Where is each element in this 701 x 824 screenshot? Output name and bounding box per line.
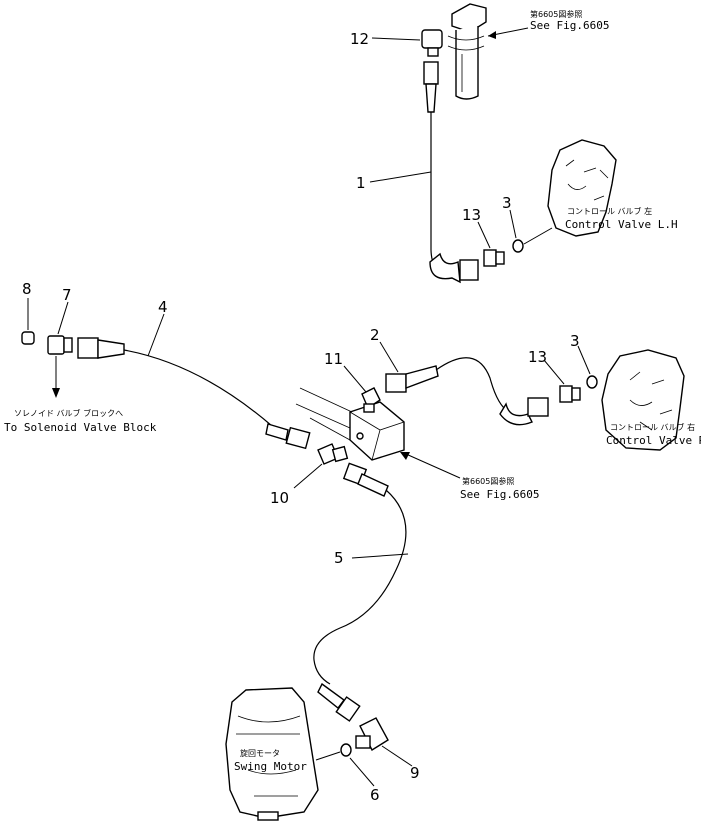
fig-ref-mid-arrow bbox=[400, 452, 461, 479]
callout-3-upper: 3 bbox=[502, 194, 512, 212]
solenoid-jp: ソレノイド バルブ ブロックへ bbox=[14, 408, 123, 418]
callout-3-lower: 3 bbox=[570, 332, 580, 350]
leader-9 bbox=[381, 745, 413, 767]
leader-11 bbox=[343, 365, 367, 393]
leader-1 bbox=[369, 171, 432, 183]
fig-ref-mid-en: See Fig.6605 bbox=[460, 488, 539, 501]
hose-5-top-end bbox=[342, 462, 389, 497]
callout-5: 5 bbox=[334, 549, 344, 567]
leader-4 bbox=[147, 313, 165, 357]
adapter-13-lower bbox=[559, 385, 581, 403]
leader-12 bbox=[371, 37, 421, 41]
solenoid-arrow bbox=[52, 356, 60, 398]
fig-ref-mid-jp: 第6605図参照 bbox=[462, 476, 514, 486]
hose-5-bottom-end bbox=[317, 682, 361, 722]
control-valve-rh-en: Control Valve R.H bbox=[606, 434, 701, 447]
hose-1-bottom-bend bbox=[429, 252, 461, 284]
hose-4-right-end bbox=[265, 423, 311, 450]
connector-11 bbox=[361, 387, 381, 413]
center-valve-block bbox=[295, 387, 405, 461]
control-valve-rh-jp: コントロール バルブ 右 bbox=[610, 422, 695, 432]
hose-5 bbox=[313, 489, 407, 685]
leader-7 bbox=[57, 301, 69, 335]
callout-6: 6 bbox=[370, 786, 380, 804]
callout-9: 9 bbox=[410, 764, 420, 782]
o-ring-3-upper bbox=[512, 239, 524, 253]
fig-ref-top-arrow bbox=[487, 27, 529, 39]
swing-motor-en: Swing Motor bbox=[234, 760, 307, 773]
o-ring-3-lower bbox=[586, 375, 598, 389]
fig-ref-top-en: See Fig.6605 bbox=[530, 19, 609, 32]
hose-2-nut bbox=[527, 397, 549, 417]
connector-10 bbox=[317, 443, 349, 465]
swing-motor-jp: 旋回モータ bbox=[240, 748, 280, 758]
leader-5 bbox=[351, 553, 409, 559]
hose-2-bend bbox=[499, 402, 533, 426]
swing-motor bbox=[225, 687, 319, 821]
callout-7: 7 bbox=[62, 286, 72, 304]
callout-4: 4 bbox=[158, 298, 168, 316]
elbow-fitting-7 bbox=[47, 335, 73, 355]
leader-2 bbox=[379, 341, 399, 373]
control-valve-lh-en: Control Valve L.H bbox=[565, 218, 678, 231]
adapter-13-upper bbox=[483, 249, 505, 267]
callout-12: 12 bbox=[350, 30, 369, 48]
leader-ring-to-motor bbox=[315, 751, 341, 761]
callout-13-upper: 13 bbox=[462, 206, 481, 224]
callout-11: 11 bbox=[324, 350, 343, 368]
leader-3-upper bbox=[509, 209, 517, 239]
control-valve-lh-jp: コントロール バルブ 左 bbox=[567, 206, 652, 216]
fig-ref-top-jp: 第6605図参照 bbox=[530, 9, 582, 19]
leader-13-upper bbox=[477, 221, 491, 249]
hose-1 bbox=[430, 112, 463, 277]
hose-2 bbox=[435, 357, 513, 415]
hose-1-top-end bbox=[423, 61, 439, 113]
callout-2: 2 bbox=[370, 326, 380, 344]
top-reference-component bbox=[447, 3, 487, 100]
callout-8: 8 bbox=[22, 280, 32, 298]
hose-4-left-end bbox=[77, 337, 125, 359]
callout-10: 10 bbox=[270, 489, 289, 507]
elbow-fitting-12 bbox=[421, 29, 443, 57]
leader-6 bbox=[349, 757, 375, 787]
leader-10 bbox=[293, 463, 323, 489]
hose-2-left-end bbox=[385, 365, 439, 393]
leader-ring-to-valve-lh bbox=[523, 227, 553, 245]
leader-13-lower bbox=[543, 359, 565, 385]
o-ring-6 bbox=[340, 743, 352, 757]
callout-1: 1 bbox=[356, 174, 366, 192]
control-valve-rh bbox=[601, 349, 685, 451]
control-valve-lh bbox=[547, 139, 617, 237]
hose-4 bbox=[123, 349, 273, 427]
callout-13-lower: 13 bbox=[528, 348, 547, 366]
hose-1-nut bbox=[459, 259, 479, 281]
elbow-fitting-9 bbox=[355, 717, 389, 752]
leader-3-lower bbox=[577, 345, 591, 375]
plug-8 bbox=[21, 331, 35, 345]
solenoid-en: To Solenoid Valve Block bbox=[4, 421, 157, 434]
